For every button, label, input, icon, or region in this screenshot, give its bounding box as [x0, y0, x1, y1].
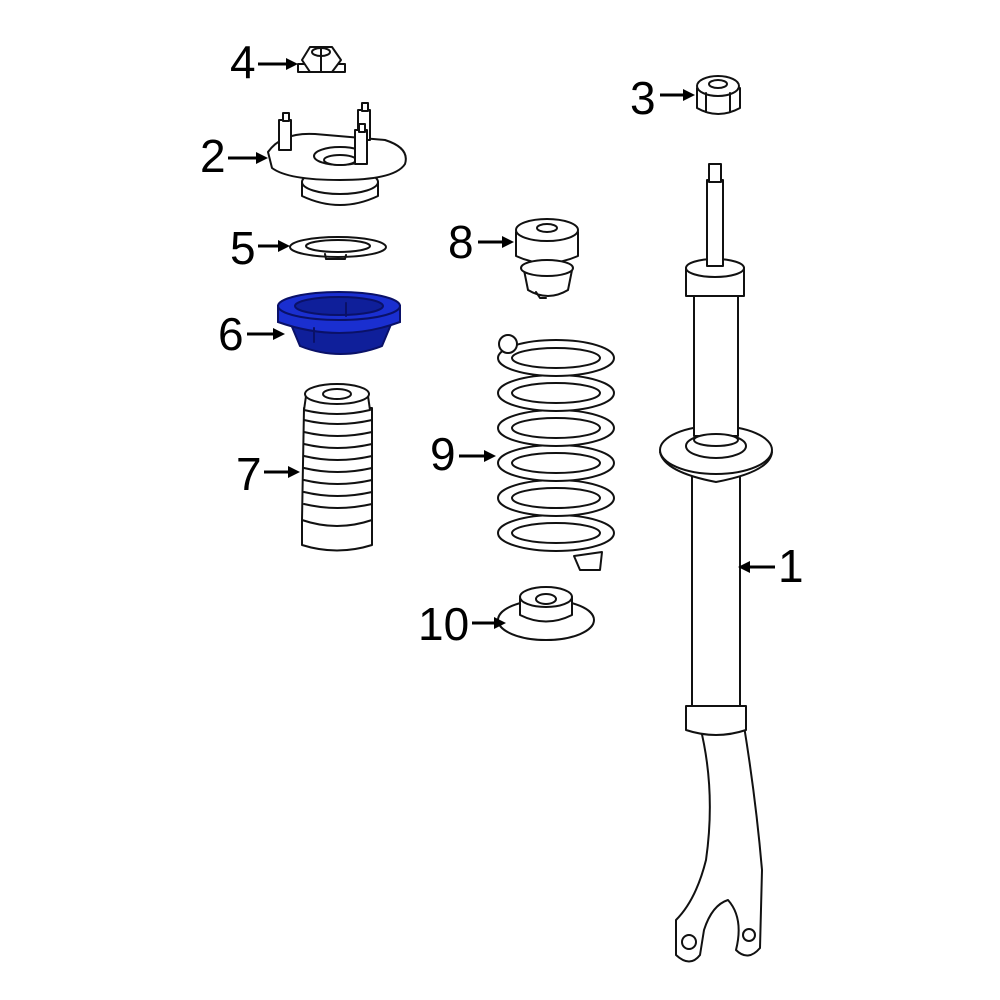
- part-10-lower-insulator[interactable]: [497, 586, 595, 641]
- callout-6: 6: [218, 308, 285, 360]
- callout-8-label: 8: [448, 216, 474, 268]
- callout-1: 1: [738, 540, 804, 592]
- callout-7-label: 7: [236, 448, 262, 500]
- callout-10: 10: [418, 598, 506, 650]
- callout-5: 5: [230, 222, 290, 274]
- callout-6-label: 6: [218, 308, 244, 360]
- part-6-spring-seat[interactable]: [277, 291, 401, 355]
- callout-3: 3: [630, 72, 695, 124]
- callout-2-label: 2: [200, 130, 226, 182]
- callout-7: 7: [236, 448, 300, 500]
- part-7-dust-boot[interactable]: [301, 383, 373, 552]
- callout-8: 8: [448, 216, 514, 268]
- callout-4-label: 4: [230, 36, 256, 88]
- part-1-strut-assembly[interactable]: [659, 163, 773, 963]
- callout-9: 9: [430, 428, 496, 480]
- callout-2: 2: [200, 130, 268, 182]
- callout-5-label: 5: [230, 222, 256, 274]
- part-5-upper-insulator[interactable]: [289, 236, 387, 260]
- part-9-coil-spring[interactable]: [497, 334, 615, 571]
- callout-4: 4: [230, 36, 298, 88]
- callout-10-label: 10: [418, 598, 469, 650]
- part-2-strut-mount[interactable]: [267, 102, 407, 206]
- callout-3-label: 3: [630, 72, 656, 124]
- callout-1-label: 1: [778, 540, 804, 592]
- part-4-flange-nut[interactable]: [297, 46, 346, 73]
- part-3-nut[interactable]: [696, 75, 741, 115]
- part-8-bump-stop[interactable]: [515, 218, 579, 299]
- callout-9-label: 9: [430, 428, 456, 480]
